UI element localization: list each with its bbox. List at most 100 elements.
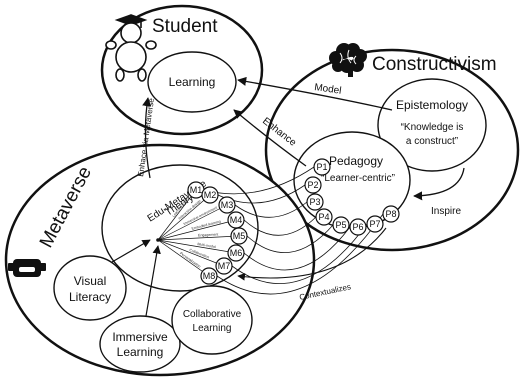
principle-node-label: P7	[369, 219, 380, 229]
metaverse-node-circle	[200, 267, 218, 285]
metaverse-node-label: M6	[230, 248, 243, 258]
metaverse-node-m3: M3	[218, 196, 236, 214]
enhance-via-metaverse-arrow	[142, 97, 152, 179]
connection-arcs	[203, 166, 384, 295]
metaverse-node-circle	[201, 186, 219, 204]
epistemology-label: Epistemology	[396, 98, 468, 112]
principle-node-label: P1	[316, 162, 327, 172]
inspire-label: Inspire	[431, 206, 461, 217]
ray-label: Engagement	[198, 233, 219, 238]
collaborative-learning-label-line2: Learning	[193, 323, 232, 334]
inspire-arrow	[413, 167, 465, 201]
principle-node-circle	[313, 158, 331, 176]
principle-node-circle	[306, 193, 324, 211]
metaverse-node-label: M1	[190, 185, 203, 195]
principle-node-label: P5	[335, 220, 346, 230]
connection-arc	[243, 226, 351, 271]
ray-label: Collaboration	[189, 248, 210, 259]
collaborative-learning-label-line1: Collaborative	[183, 309, 242, 320]
contextualizes-arrow	[237, 227, 387, 281]
principle-node-circle	[332, 216, 350, 234]
ray-line	[157, 189, 197, 241]
principle-node-circle	[382, 205, 400, 223]
ray-line	[157, 235, 240, 241]
brain-icon	[329, 43, 367, 77]
metaverse-node-m8: M8	[200, 267, 218, 285]
vr-headset-icon	[8, 259, 46, 277]
immersive-learning-arrow	[145, 245, 161, 317]
ray-line	[157, 239, 225, 267]
metaverse-node-label: M8	[203, 271, 216, 281]
ray-label: Embodied learning	[191, 219, 221, 230]
principle-node-p7: P7	[366, 215, 384, 233]
principle-node-label: P2	[307, 180, 318, 190]
ray-line	[157, 194, 211, 241]
epistemology-node	[377, 78, 487, 172]
student-figure-icon	[105, 14, 157, 82]
metaverse-node-circle	[227, 244, 245, 262]
principle-node-p3: P3	[306, 193, 324, 211]
model-arrow	[237, 76, 393, 111]
ray-line	[157, 204, 228, 241]
principle-node-label: P3	[309, 197, 320, 207]
ray-label: Multi-modal	[197, 242, 216, 249]
connection-arc	[231, 223, 368, 285]
collaborative-learning-node	[171, 285, 253, 355]
metaverse-node-circle	[215, 257, 233, 275]
metaverse-node-m7: M7	[215, 257, 233, 275]
metaverse-node-circle	[230, 227, 248, 245]
metaverse-node-label: M3	[221, 200, 234, 210]
epistemology-quote-line1: “Knowledge is	[401, 122, 464, 133]
learning-label: Learning	[169, 75, 216, 89]
pedagogy-quote: “Learner-centric”	[321, 173, 395, 184]
connection-arc	[234, 201, 308, 218]
ray-line	[157, 219, 237, 241]
principle-node-p2: P2	[304, 176, 322, 194]
ray-line	[157, 239, 237, 254]
pedagogy-label: Pedagogy	[329, 154, 383, 168]
connection-arc	[243, 216, 317, 236]
connection-arc	[246, 224, 334, 253]
metaverse-node-label: M4	[230, 215, 243, 225]
principle-node-circle	[315, 208, 333, 226]
metaverse-node-m5: M5	[230, 227, 248, 245]
principle-node-p1: P1	[313, 158, 331, 176]
immersive-learning-label-line1: Immersive	[112, 330, 168, 344]
metaverse-node-label: M2	[204, 190, 217, 200]
metaverse-node-m4: M4	[227, 211, 245, 229]
constructivism-title: Constructivism	[372, 54, 497, 75]
principle-node-p6: P6	[349, 218, 367, 236]
principle-node-p4: P4	[315, 208, 333, 226]
visual-literacy-label-line2: Literacy	[69, 290, 111, 304]
principle-node-p8: P8	[382, 205, 400, 223]
metaverse-node-circle	[218, 196, 236, 214]
principle-node-label: P8	[385, 209, 396, 219]
visual-literacy-label-line1: Visual	[74, 274, 106, 288]
principle-node-circle	[366, 215, 384, 233]
visual-literacy-arrow	[111, 239, 151, 263]
metaverse-node-label: M7	[218, 261, 231, 271]
metaverse-node-m1: M1	[187, 181, 205, 199]
metaverse-node-m6: M6	[227, 244, 245, 262]
enhance-arrow	[233, 109, 307, 167]
principle-node-label: P4	[318, 212, 329, 222]
learning-node	[147, 51, 237, 113]
metaverse-node-label: M5	[233, 231, 246, 241]
immersive-learning-node	[99, 315, 181, 373]
epistemology-quote-line2: a construct”	[406, 136, 458, 147]
theory-hub-dot	[156, 238, 160, 242]
connection-arc	[216, 213, 384, 295]
student-title: Student	[152, 16, 218, 37]
metaverse-node-m2: M2	[201, 186, 219, 204]
principle-node-label: P6	[352, 222, 363, 232]
principle-node-circle	[304, 176, 322, 194]
visual-literacy-node	[53, 255, 127, 321]
principle-node-p5: P5	[332, 216, 350, 234]
ray-line	[157, 239, 210, 277]
principle-node-circle	[349, 218, 367, 236]
model-label: Model	[314, 82, 343, 97]
